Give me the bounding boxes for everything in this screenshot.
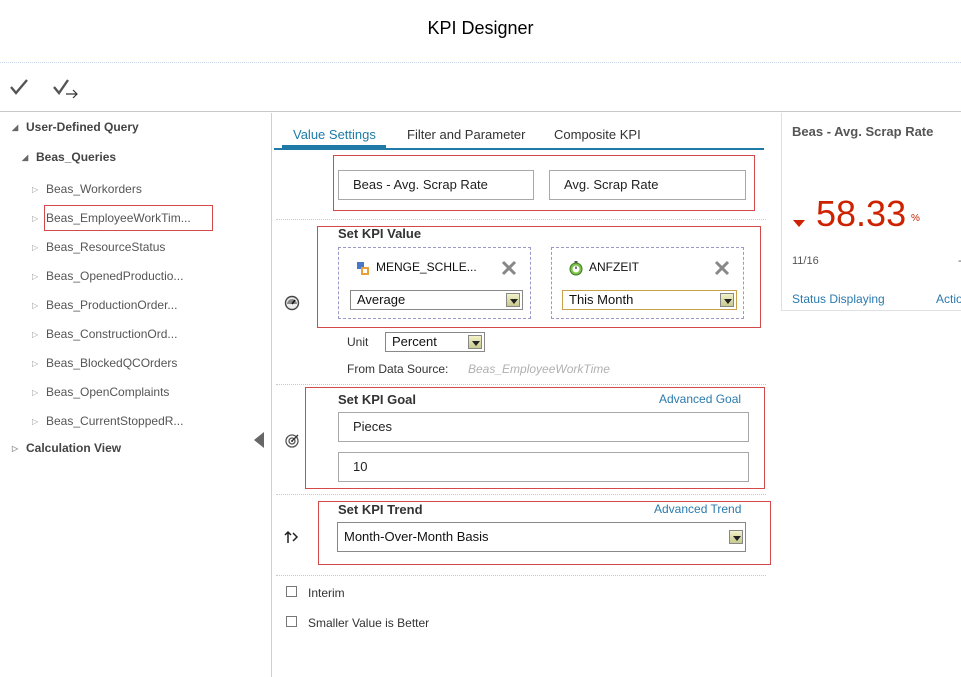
action-link[interactable]: Actio [936,292,961,306]
collapsed-triangle-icon: ▷ [32,358,39,368]
kpi-trend-error-outline [318,501,771,565]
remove-time-icon[interactable] [713,259,731,277]
collapsed-triangle-icon: ▷ [12,443,19,453]
tree-node-calculation-view[interactable]: ▷Calculation View [12,438,121,458]
checkmark-arrow-icon[interactable] [52,76,80,102]
kpi-trend-title: Set KPI Trend [338,502,423,517]
unit-select[interactable]: Percent [385,332,485,352]
collapsed-triangle-icon: ▷ [32,213,39,223]
measure-icon [355,260,371,276]
advanced-goal-link[interactable]: Advanced Goal [659,392,742,406]
tab-value-settings[interactable]: Value Settings [293,127,376,142]
collapsed-triangle-icon: ▷ [32,242,39,252]
tab-composite-kpi[interactable]: Composite KPI [554,127,641,142]
interim-checkbox[interactable] [286,586,297,597]
collapsed-triangle-icon: ▷ [32,387,39,397]
tree-item[interactable]: ▷Beas_CurrentStoppedR... [32,411,183,431]
trend-basis-select[interactable]: Month-Over-Month Basis [337,522,746,552]
tab-filter-and-parameter[interactable]: Filter and Parameter [407,127,526,142]
preview-title: Beas - Avg. Scrap Rate [792,124,934,139]
smaller-better-checkbox[interactable] [286,616,297,627]
kpi-goal-error-outline [305,387,765,489]
goal-value-field[interactable]: 10 [338,452,749,482]
chevron-down-icon [729,530,743,544]
tree-item-selected[interactable]: ▷Beas_EmployeeWorkTim... [32,208,191,228]
preview-dash: - [958,255,961,267]
tree-item[interactable]: ▷Beas_ConstructionOrd... [32,324,177,344]
trend-down-icon [793,220,805,227]
kpi-value-error-outline [317,226,761,328]
trend-icon [284,529,300,545]
chevron-down-icon [720,293,734,307]
time-label: ANFZEIT [589,260,639,274]
chevron-down-icon [468,335,482,349]
checkmark-icon[interactable] [8,76,36,102]
kpi-goal-title: Set KPI Goal [338,392,417,407]
collapsed-triangle-icon: ▷ [32,329,39,339]
tree-item[interactable]: ▷Beas_Workorders [32,179,142,199]
header-divider [0,62,961,63]
expanded-triangle-icon: ◢ [12,122,19,132]
chevron-down-icon [506,293,520,307]
collapsed-triangle-icon: ▷ [32,416,39,426]
collapsed-triangle-icon: ▷ [32,271,39,281]
tree-item[interactable]: ▷Beas_BlockedQCOrders [32,353,177,373]
tree-item[interactable]: ▷Beas_ResourceStatus [32,237,165,257]
names-error-outline [333,155,755,211]
kpi-name-field[interactable]: Beas - Avg. Scrap Rate [338,170,534,200]
remove-measure-icon[interactable] [500,259,518,277]
gauge-icon [284,295,300,311]
target-icon [284,432,300,448]
toolbar [0,64,961,112]
period-select[interactable]: This Month [562,290,737,310]
active-tab-indicator [282,145,386,149]
status-displaying-link[interactable]: Status Displaying [792,292,885,306]
aggregation-select[interactable]: Average [350,290,523,310]
tree-item[interactable]: ▷Beas_OpenComplaints [32,382,169,402]
section-divider [276,575,766,576]
preview-date: 11/16 [792,255,819,267]
selected-item-outline [44,205,213,231]
measure-label: MENGE_SCHLE... [376,260,477,274]
expanded-triangle-icon: ◢ [22,152,29,162]
advanced-trend-link[interactable]: Advanced Trend [654,502,742,516]
kpi-value-title: Set KPI Value [338,226,422,241]
section-divider [276,384,766,385]
collapse-panel-icon[interactable] [254,432,264,448]
kpi-short-name-field[interactable]: Avg. Scrap Rate [549,170,746,200]
query-tree [0,113,272,677]
section-divider [276,494,766,495]
collapsed-triangle-icon: ▷ [32,300,39,310]
interim-label: Interim [308,586,345,600]
data-source-value: Beas_EmployeeWorkTime [468,362,610,376]
preview-value: 58.33 [816,193,907,234]
smaller-better-label: Smaller Value is Better [308,616,430,630]
tree-node-beas-queries[interactable]: ◢Beas_Queries [22,147,116,167]
tree-node-user-defined-query[interactable]: ◢User-Defined Query [12,117,139,137]
section-divider [276,219,766,220]
window-title: KPI Designer [427,18,534,38]
data-source-label: From Data Source: [347,362,449,376]
tree-item[interactable]: ▷Beas_ProductionOrder... [32,295,177,315]
preview-unit: % [911,213,920,224]
goal-unit-field[interactable]: Pieces [338,412,749,442]
settings-tabs [274,113,764,150]
stopwatch-icon [568,260,584,276]
tree-item[interactable]: ▷Beas_OpenedProductio... [32,266,183,286]
kpi-preview-tile: Beas - Avg. Scrap Rate 58.33 % 11/16 - S… [781,113,961,311]
collapsed-triangle-icon: ▷ [32,184,39,194]
unit-label: Unit [347,335,369,349]
